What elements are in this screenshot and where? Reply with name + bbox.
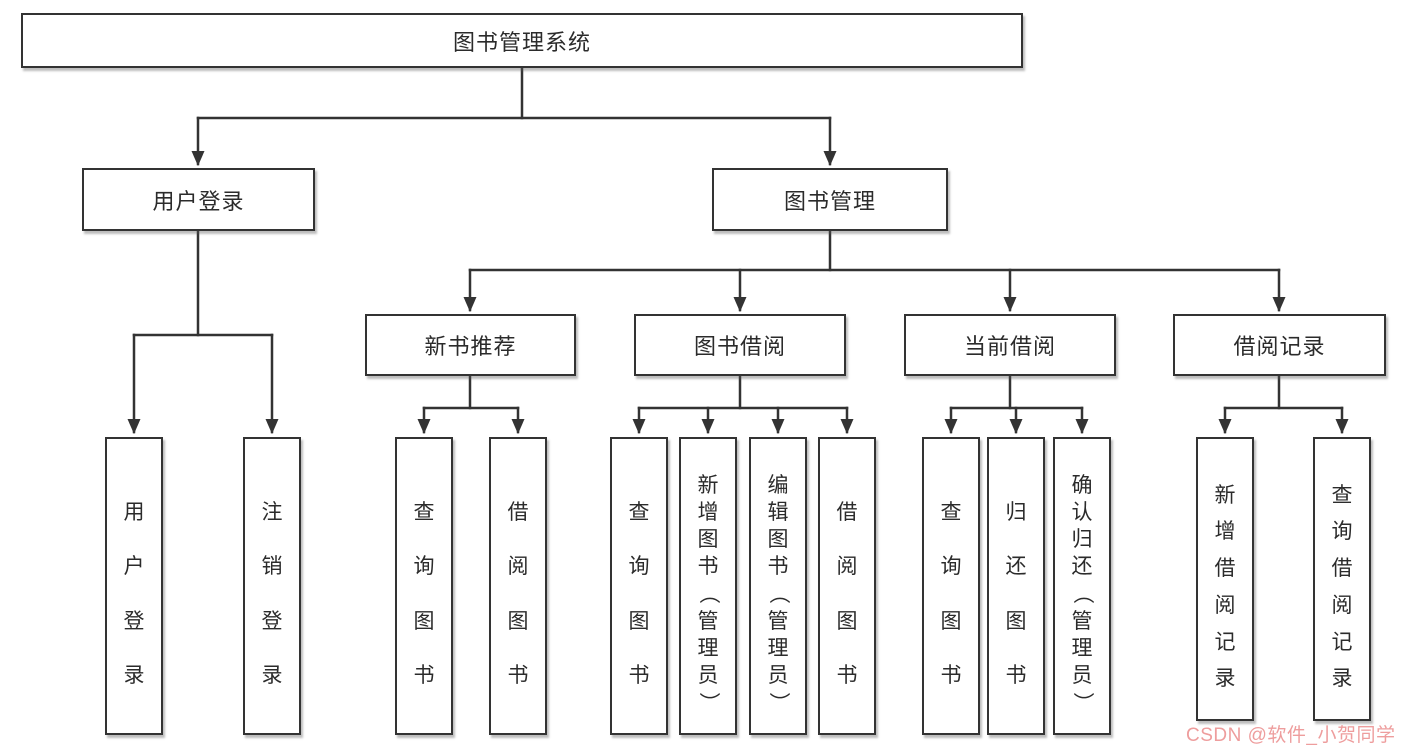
node-root: 图书管理系统 <box>21 13 1023 68</box>
node-current-borrow: 当前借阅 <box>904 314 1116 376</box>
csdn-watermark: CSDN @软件_小贺同学 <box>1186 725 1396 746</box>
node-borrow-records: 借阅记录 <box>1173 314 1386 376</box>
leaf-rec-borrow-book: 借阅图书 <box>489 437 547 735</box>
leaf-borrow-query-book: 查询图书 <box>610 437 668 735</box>
leaf-borrow-book: 借阅图书 <box>818 437 876 735</box>
node-borrow-records-label: 借阅记录 <box>1233 334 1326 359</box>
node-book-borrow-label: 图书借阅 <box>693 334 786 359</box>
leaf-query-borrow-record: 查询借阅记录 <box>1313 437 1371 721</box>
leaf-edit-book-admin: 编辑图书（管理员） <box>749 437 807 735</box>
node-book-management: 图书管理 <box>712 168 948 231</box>
node-user-login-label: 用户登录 <box>152 188 245 214</box>
leaf-current-query-book-label: 查询图书 <box>940 501 962 687</box>
leaf-confirm-return-admin: 确认归还（管理员） <box>1053 437 1111 735</box>
leaf-add-book-admin-label: 新增图书（管理员） <box>696 474 720 713</box>
node-user-login: 用户登录 <box>82 168 315 231</box>
leaf-borrow-query-book-label: 查询图书 <box>628 501 650 687</box>
node-new-book-recommend-label: 新书推荐 <box>424 334 517 359</box>
leaf-return-book-label: 归还图书 <box>1005 501 1027 687</box>
leaf-logout-label: 注销登录 <box>261 501 283 687</box>
leaf-add-borrow-record-label: 新增借阅记录 <box>1214 483 1236 691</box>
leaf-rec-query-book: 查询图书 <box>395 437 453 735</box>
leaf-current-query-book: 查询图书 <box>922 437 980 735</box>
leaf-add-book-admin: 新增图书（管理员） <box>679 437 737 735</box>
leaf-logout: 注销登录 <box>243 437 301 735</box>
leaf-borrow-book-label: 借阅图书 <box>836 501 858 687</box>
leaf-rec-borrow-book-label: 借阅图书 <box>507 501 529 687</box>
node-book-borrow: 图书借阅 <box>634 314 846 376</box>
leaf-rec-query-book-label: 查询图书 <box>413 501 435 687</box>
leaf-user-login: 用户登录 <box>105 437 163 735</box>
leaf-query-borrow-record-label: 查询借阅记录 <box>1331 483 1353 691</box>
leaf-return-book: 归还图书 <box>987 437 1045 735</box>
leaf-user-login-label: 用户登录 <box>123 501 145 687</box>
leaf-edit-book-admin-label: 编辑图书（管理员） <box>766 474 790 713</box>
leaf-confirm-return-admin-label: 确认归还（管理员） <box>1070 474 1094 713</box>
leaf-add-borrow-record: 新增借阅记录 <box>1196 437 1254 721</box>
node-current-borrow-label: 当前借阅 <box>963 334 1056 359</box>
node-root-label: 图书管理系统 <box>452 29 591 55</box>
node-new-book-recommend: 新书推荐 <box>365 314 576 376</box>
node-book-management-label: 图书管理 <box>783 188 876 214</box>
